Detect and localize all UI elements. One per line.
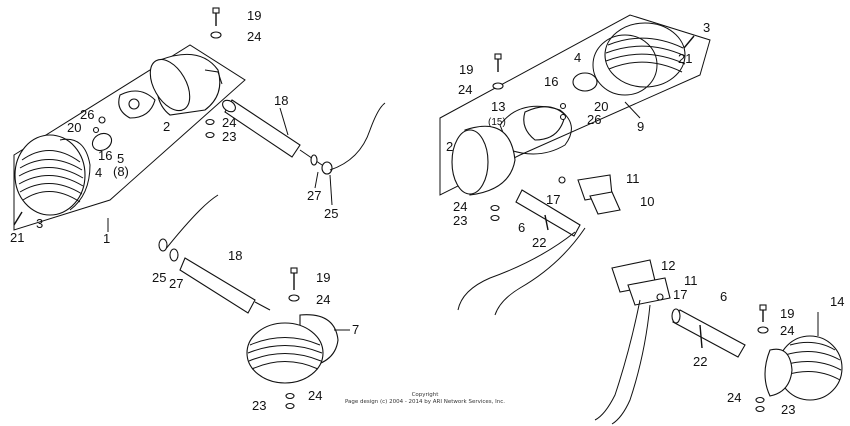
rim-4-right xyxy=(592,34,658,96)
bolt-22 xyxy=(544,214,549,231)
label-2: 2 xyxy=(163,119,170,134)
lens-3-ribs xyxy=(18,150,84,203)
label-24e: 24 xyxy=(458,82,472,97)
stem-6-lower xyxy=(672,309,746,358)
screw-20 xyxy=(92,126,100,134)
label-19c: 19 xyxy=(459,62,473,77)
bulb-16 xyxy=(91,132,113,152)
label-25: 25 xyxy=(324,206,338,221)
callout-labels: 19 24 26 20 2 5 (8) 16 4 3 21 1 18 24 23… xyxy=(10,8,844,417)
label-23: 23 xyxy=(222,129,236,144)
bolt-19-head xyxy=(212,7,220,14)
label-9: 9 xyxy=(637,119,644,134)
label-25b: 25 xyxy=(152,270,166,285)
label-19d: 19 xyxy=(780,306,794,321)
wire-lower-right-1 xyxy=(594,299,641,421)
label-13: 13 xyxy=(491,99,505,114)
nut-27 xyxy=(321,161,333,175)
lens-7-ribs xyxy=(247,337,323,370)
label-5: 5 xyxy=(117,151,124,166)
label-19: 19 xyxy=(247,8,261,23)
label-3: 3 xyxy=(36,216,43,231)
label-7: 7 xyxy=(352,322,359,337)
copyright-title: Copyright xyxy=(412,392,440,398)
bracket-10 xyxy=(589,191,621,215)
label-1: 1 xyxy=(103,231,110,246)
label-26b: 26 xyxy=(587,112,601,127)
label-17: 17 xyxy=(546,192,560,207)
right-lower-assembly xyxy=(594,259,843,425)
label-15: (15) xyxy=(488,117,506,128)
label-22b: 22 xyxy=(693,354,707,369)
label-6: 6 xyxy=(518,220,525,235)
label-23b: 23 xyxy=(252,398,266,413)
screw-21-right xyxy=(683,35,695,49)
label-3b: 3 xyxy=(703,20,710,35)
label-24c: 24 xyxy=(316,292,330,307)
right-upper-assembly xyxy=(439,14,711,316)
spring-26 xyxy=(98,116,106,124)
label-21b: 21 xyxy=(678,51,692,66)
label-14: 14 xyxy=(830,294,844,309)
wire-right-1 xyxy=(457,231,576,311)
label-10: 10 xyxy=(640,194,654,209)
screw-21 xyxy=(13,211,23,226)
label-16: 16 xyxy=(98,148,112,163)
label-27: 27 xyxy=(307,188,321,203)
label-19b: 19 xyxy=(316,270,330,285)
stem-6 xyxy=(515,189,581,237)
label-11: 11 xyxy=(626,171,640,186)
label-8: (8) xyxy=(113,164,129,179)
front-left-assembly xyxy=(13,7,386,232)
label-20b: 20 xyxy=(594,99,608,114)
label-27b: 27 xyxy=(169,276,183,291)
label-24g: 24 xyxy=(780,323,794,338)
bulb-16-right xyxy=(572,72,598,92)
label-24: 24 xyxy=(247,29,261,44)
label-4: 4 xyxy=(95,165,102,180)
housing-14 xyxy=(764,348,793,397)
label-12: 12 xyxy=(661,258,675,273)
label-21: 21 xyxy=(10,230,24,245)
label-4b: 4 xyxy=(574,50,581,65)
wire xyxy=(329,102,386,171)
copyright-text: Page design (c) 2004 - 2014 by ARI Netwo… xyxy=(345,399,505,405)
label-22: 22 xyxy=(532,235,546,250)
label-17b: 17 xyxy=(673,287,687,302)
washer-24 xyxy=(210,31,222,39)
stem-18-lower xyxy=(179,257,256,314)
label-24d: 24 xyxy=(308,388,322,403)
assembly-9-outline xyxy=(439,14,711,196)
label-18b: 18 xyxy=(228,248,242,263)
socket-13 xyxy=(523,106,566,141)
lens-3-right-ribs xyxy=(605,37,686,73)
label-18: 18 xyxy=(274,93,288,108)
label-23c: 23 xyxy=(453,213,467,228)
label-11b: 11 xyxy=(684,273,698,288)
washer-25 xyxy=(310,154,318,166)
socket-hole xyxy=(128,98,140,110)
label-23d: 23 xyxy=(781,402,795,417)
wire-lower-right-2 xyxy=(611,304,651,425)
label-6b: 6 xyxy=(720,289,727,304)
lower-left-assembly xyxy=(158,194,350,410)
housing-2-rim xyxy=(149,58,191,112)
label-20: 20 xyxy=(67,120,81,135)
label-24h: 24 xyxy=(727,390,741,405)
wire-right-2 xyxy=(494,227,586,316)
lens-3-right xyxy=(604,22,686,88)
rim-4 xyxy=(59,138,91,211)
label-24f: 24 xyxy=(453,199,467,214)
label-26: 26 xyxy=(80,107,94,122)
label-24b: 24 xyxy=(222,115,236,130)
label-16b: 16 xyxy=(544,74,558,89)
label-2b: 2 xyxy=(446,139,453,154)
housing-2-right-face xyxy=(451,129,489,195)
wire-lower xyxy=(164,194,219,251)
